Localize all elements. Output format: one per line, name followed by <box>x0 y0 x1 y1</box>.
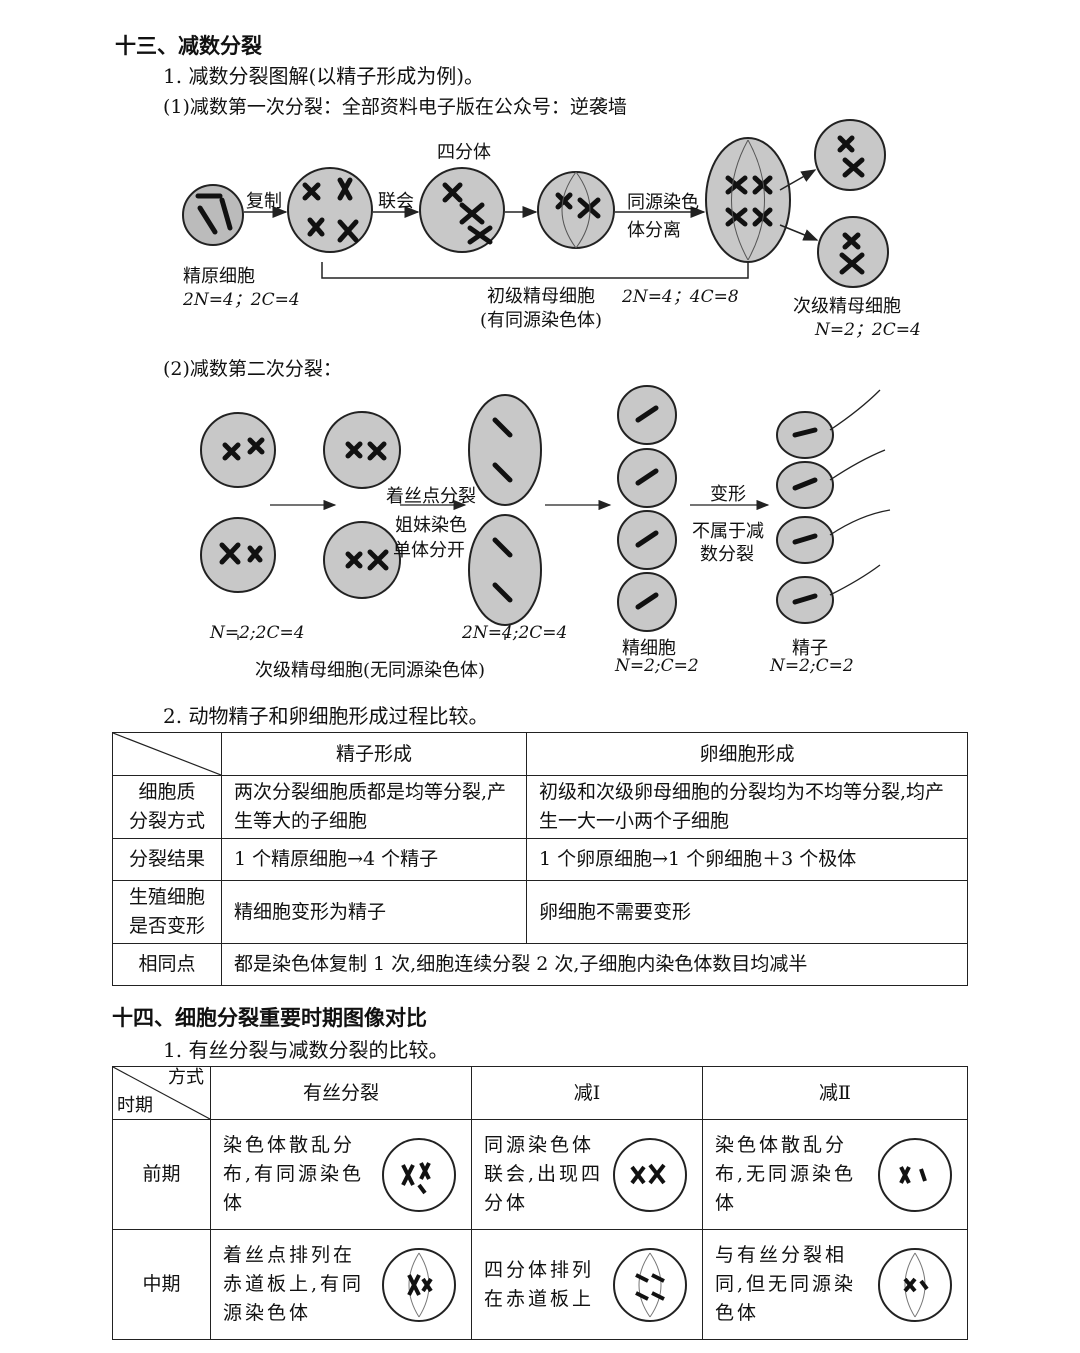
table1-row-label: 细胞质分裂方式 <box>113 776 222 839</box>
table1-row-label: 分裂结果 <box>113 839 222 881</box>
corner-shiqi: 时期 <box>117 1095 153 1117</box>
label-zhaosi: 着丝点分裂 <box>386 482 476 508</box>
table1-header-egg: 卵细胞形成 <box>527 733 968 776</box>
label-bushu2: 数分裂 <box>700 540 754 566</box>
section14-item1: 1. 有丝分裂与减数分裂的比较。 <box>163 1034 448 1063</box>
table2-row-label: 中期 <box>113 1230 211 1340</box>
label-chuji-n: 2N=4；4C=8 <box>622 282 739 307</box>
table2-cell: 四分体排列在赤道板上 <box>472 1230 703 1340</box>
label-jiemei2: 单体分开 <box>393 536 465 562</box>
table1-cell: 两次分裂细胞质都是均等分裂,产生等大的子细胞 <box>222 776 527 839</box>
table2-cell: 同源染色体联会,出现四分体 <box>472 1120 703 1230</box>
label-sifenti: 四分体 <box>437 138 491 164</box>
label-n-a: N=2;2C=4 <box>210 623 305 643</box>
tetrad-cell <box>420 168 504 252</box>
label-jingyuan-n: 2N=4；2C=4 <box>183 285 300 310</box>
replicated-cell <box>288 168 372 252</box>
label-lianhui: 联会 <box>378 187 414 213</box>
anaphase1-cell <box>706 138 790 262</box>
label-n-b: 2N=4;2C=4 <box>462 623 567 643</box>
table2-cell: 与有丝分裂相同,但无同源染色体 <box>703 1230 968 1340</box>
table2-header-mitosis: 有丝分裂 <box>211 1067 472 1120</box>
label-tongyuan1: 同源染色 <box>627 188 699 214</box>
table2-cell: 染色体散乱分布,有同源染色体 <box>211 1120 472 1230</box>
table2-header-m1: 减Ⅰ <box>472 1067 703 1120</box>
table1-header-sperm: 精子形成 <box>222 733 527 776</box>
table1-cell: 1 个卵原细胞→1 个卵细胞＋3 个极体 <box>527 839 968 881</box>
part2-heading: (2)减数第二次分裂： <box>163 354 342 381</box>
table1-cell: 卵细胞不需要变形 <box>527 881 968 944</box>
metaphase1-cell <box>538 172 614 248</box>
table2-cell: 染色体散乱分布,无同源染色体 <box>703 1120 968 1230</box>
label-bianxing: 变形 <box>710 480 746 506</box>
table2-row-label: 前期 <box>113 1120 211 1230</box>
table2-cell: 着丝点排列在赤道板上,有同源染色体 <box>211 1230 472 1340</box>
section14-title: 十四、细胞分裂重要时期图像对比 <box>112 1002 427 1032</box>
table1-cell: 精细胞变形为精子 <box>222 881 527 944</box>
table1-corner <box>113 733 222 776</box>
item2-heading: 2. 动物精子和卵细胞形成过程比较。 <box>163 700 488 729</box>
table2-header-m2: 减Ⅱ <box>703 1067 968 1120</box>
label-jingzi-n: N=2;C=2 <box>770 656 854 676</box>
meiosis2-diagram <box>0 380 1080 640</box>
table2-corner: 方式 时期 <box>113 1067 211 1120</box>
label-jiemei1: 姐妹染色 <box>395 511 467 537</box>
label-tongyuan2: 体分离 <box>627 216 681 242</box>
table1-cell: 初级和次级卵母细胞的分裂均为不均等分裂,均产生一大一小两个子细胞 <box>527 776 968 839</box>
phase-comparison-table: 方式 时期 有丝分裂 减Ⅰ 减Ⅱ 前期 染色体散乱分布,有同源染色体 同源染色体… <box>112 1066 968 1340</box>
table1-row-label: 相同点 <box>113 944 222 986</box>
label-fuzhi: 复制 <box>246 187 282 213</box>
comparison-table: 精子形成 卵细胞形成 细胞质分裂方式 两次分裂细胞质都是均等分裂,产生等大的子细… <box>112 732 968 986</box>
label-ciji-n: N=2；2C=4 <box>815 315 921 340</box>
table1-cell: 1 个精原细胞→4 个精子 <box>222 839 527 881</box>
secondary-cell-top <box>815 120 885 190</box>
secondary-cell-bottom <box>818 217 888 287</box>
table1-merged-cell: 都是染色体复制 1 次,细胞连续分裂 2 次,子细胞内染色体数目均减半 <box>222 944 968 986</box>
label-chuji-note: (有同源染色体) <box>480 306 602 332</box>
corner-fangshi: 方式 <box>168 1067 204 1089</box>
table1-row-label: 生殖细胞是否变形 <box>113 881 222 944</box>
label-ciji2: 次级精母细胞(无同源染色体) <box>255 656 485 682</box>
label-jingxi-n: N=2;C=2 <box>615 656 699 676</box>
label-chuji: 初级精母细胞 <box>487 282 595 308</box>
